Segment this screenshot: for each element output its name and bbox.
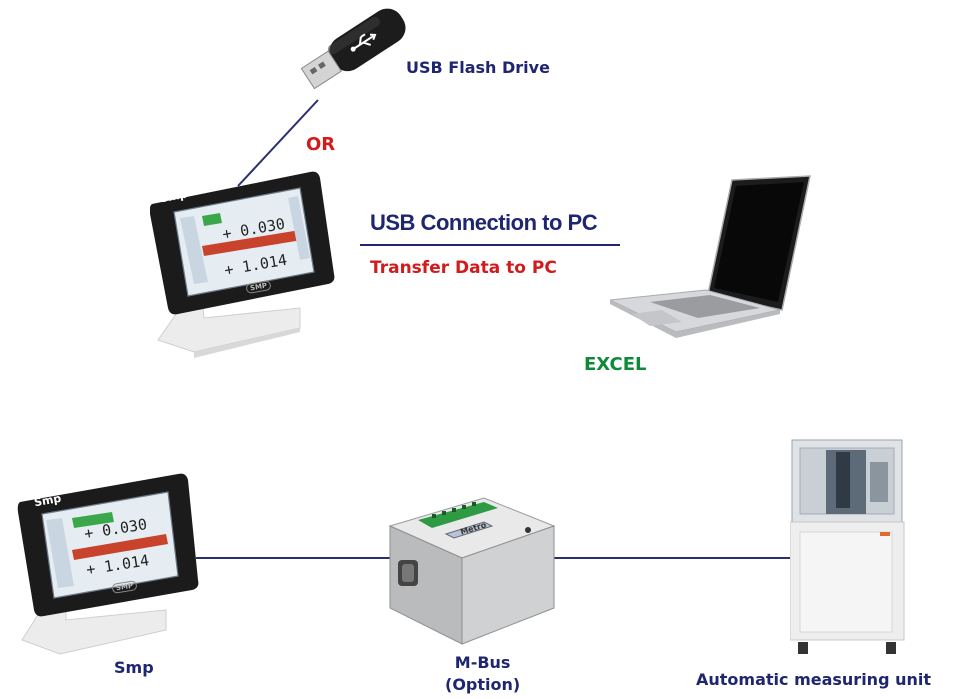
smp-display-top: Smp + 0.030 + 1.014 SMP <box>149 170 336 360</box>
mbus-label: M-Bus (Option) <box>445 652 520 696</box>
mbus-module-icon: Metro <box>388 496 558 646</box>
mbus-label-line2: (Option) <box>445 675 521 694</box>
excel-label: EXCEL <box>584 354 647 375</box>
automatic-measuring-unit-label: Automatic measuring unit <box>696 670 932 689</box>
title-divider <box>360 244 620 246</box>
or-label: OR <box>306 134 336 155</box>
transfer-data-title: Transfer Data to PC <box>370 258 557 278</box>
usb-connection-title: USB Connection to PC <box>370 210 598 235</box>
usb-flash-drive-label: USB Flash Drive <box>406 58 550 77</box>
usb-to-smp-line <box>237 99 319 187</box>
smp-label: Smp <box>114 658 154 677</box>
laptop-icon <box>608 174 814 344</box>
smp-display-bottom: Smp + 0.030 + 1.014 SMP <box>16 470 202 656</box>
mbus-label-line1: M-Bus <box>454 653 511 672</box>
automatic-measuring-unit-icon <box>789 436 906 660</box>
usb-flash-drive-icon <box>295 2 420 108</box>
smp-device-image <box>149 171 335 358</box>
